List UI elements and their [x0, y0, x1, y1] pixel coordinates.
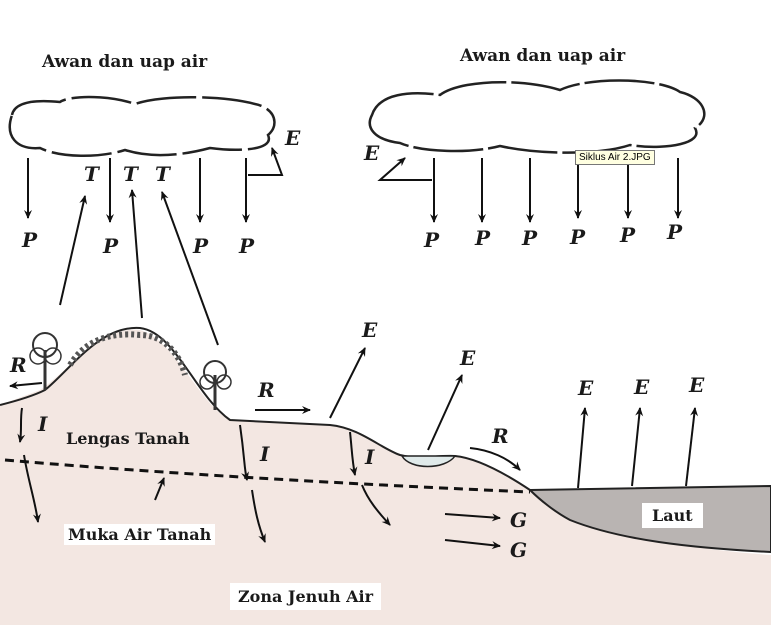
- sea-label: Laut: [642, 503, 703, 528]
- underground-soil: [0, 329, 771, 625]
- evap-arrow: [577, 407, 589, 489]
- precipitation-label: P: [22, 228, 38, 252]
- saturated-zone-label: Zona Jenuh Air: [230, 583, 382, 610]
- water-table-arrow: [154, 477, 165, 501]
- evaporation-label: E: [634, 375, 650, 399]
- transpiration-label: T: [84, 162, 99, 186]
- cloud-left: [8, 95, 276, 157]
- infiltration-label: I: [38, 412, 48, 436]
- lake: [400, 455, 457, 468]
- evap-arrow: [631, 407, 644, 487]
- evap-arrow: [685, 407, 699, 487]
- precipitation-label: P: [239, 234, 255, 258]
- groundwater-label: G: [510, 508, 528, 532]
- tree-right-icon: [199, 360, 232, 410]
- evaporation-label: E: [362, 318, 378, 342]
- runoff-arrow: [9, 381, 43, 390]
- precipitation-label: P: [620, 223, 636, 247]
- hill-vegetation: [67, 331, 188, 376]
- infiltration-arrow: [23, 454, 41, 523]
- precipitation-label: P: [103, 234, 119, 258]
- transpiration-arrow: [59, 195, 88, 306]
- groundwater-arrow: [444, 539, 501, 550]
- transpiration-label: T: [155, 162, 170, 186]
- infiltration-arrow: [251, 489, 266, 543]
- precipitation-label: P: [522, 226, 538, 250]
- cloud-right-label: Awan dan uap air: [460, 46, 626, 66]
- precipitation-label: P: [193, 234, 209, 258]
- tree-left-icon: [29, 332, 62, 390]
- evap-arrow: [329, 347, 366, 419]
- runoff-label: R: [10, 353, 27, 377]
- runoff-arrow: [469, 447, 521, 471]
- evap-arrow: [427, 374, 463, 451]
- infiltration-arrow: [361, 484, 391, 526]
- transpiration-arrow: [160, 191, 219, 346]
- precipitation-label: P: [667, 220, 683, 244]
- cloud-right: [368, 79, 706, 154]
- transpiration-label: T: [123, 162, 138, 186]
- evap-arrow: [248, 147, 284, 176]
- water-table-label: Muka Air Tanah: [64, 524, 216, 545]
- cloud-left-label: Awan dan uap air: [42, 52, 208, 72]
- precipitation-label: P: [424, 228, 440, 252]
- precipitation-label: P: [475, 226, 491, 250]
- infiltration-label: I: [365, 445, 375, 469]
- image-tooltip: Siklus Air 2.JPG: [575, 150, 655, 165]
- evaporation-label: E: [285, 126, 301, 150]
- runoff-label: R: [258, 378, 275, 402]
- infiltration-arrow: [349, 431, 358, 476]
- groundwater-label: G: [510, 538, 528, 562]
- soil-moisture-label: Lengas Tanah: [66, 429, 190, 448]
- evaporation-label: E: [689, 373, 705, 397]
- groundwater-arrow: [444, 513, 501, 522]
- evaporation-label: E: [364, 141, 380, 165]
- infiltration-arrow: [17, 407, 26, 443]
- water-table-line: [4, 458, 531, 494]
- evap-arrow: [377, 157, 432, 181]
- precipitation-label: P: [570, 225, 586, 249]
- transpiration-arrow: [128, 189, 143, 319]
- infiltration-label: I: [260, 442, 270, 466]
- infiltration-arrow: [239, 424, 249, 481]
- evaporation-label: E: [578, 376, 594, 400]
- runoff-label: R: [492, 424, 509, 448]
- evaporation-label: E: [460, 346, 476, 370]
